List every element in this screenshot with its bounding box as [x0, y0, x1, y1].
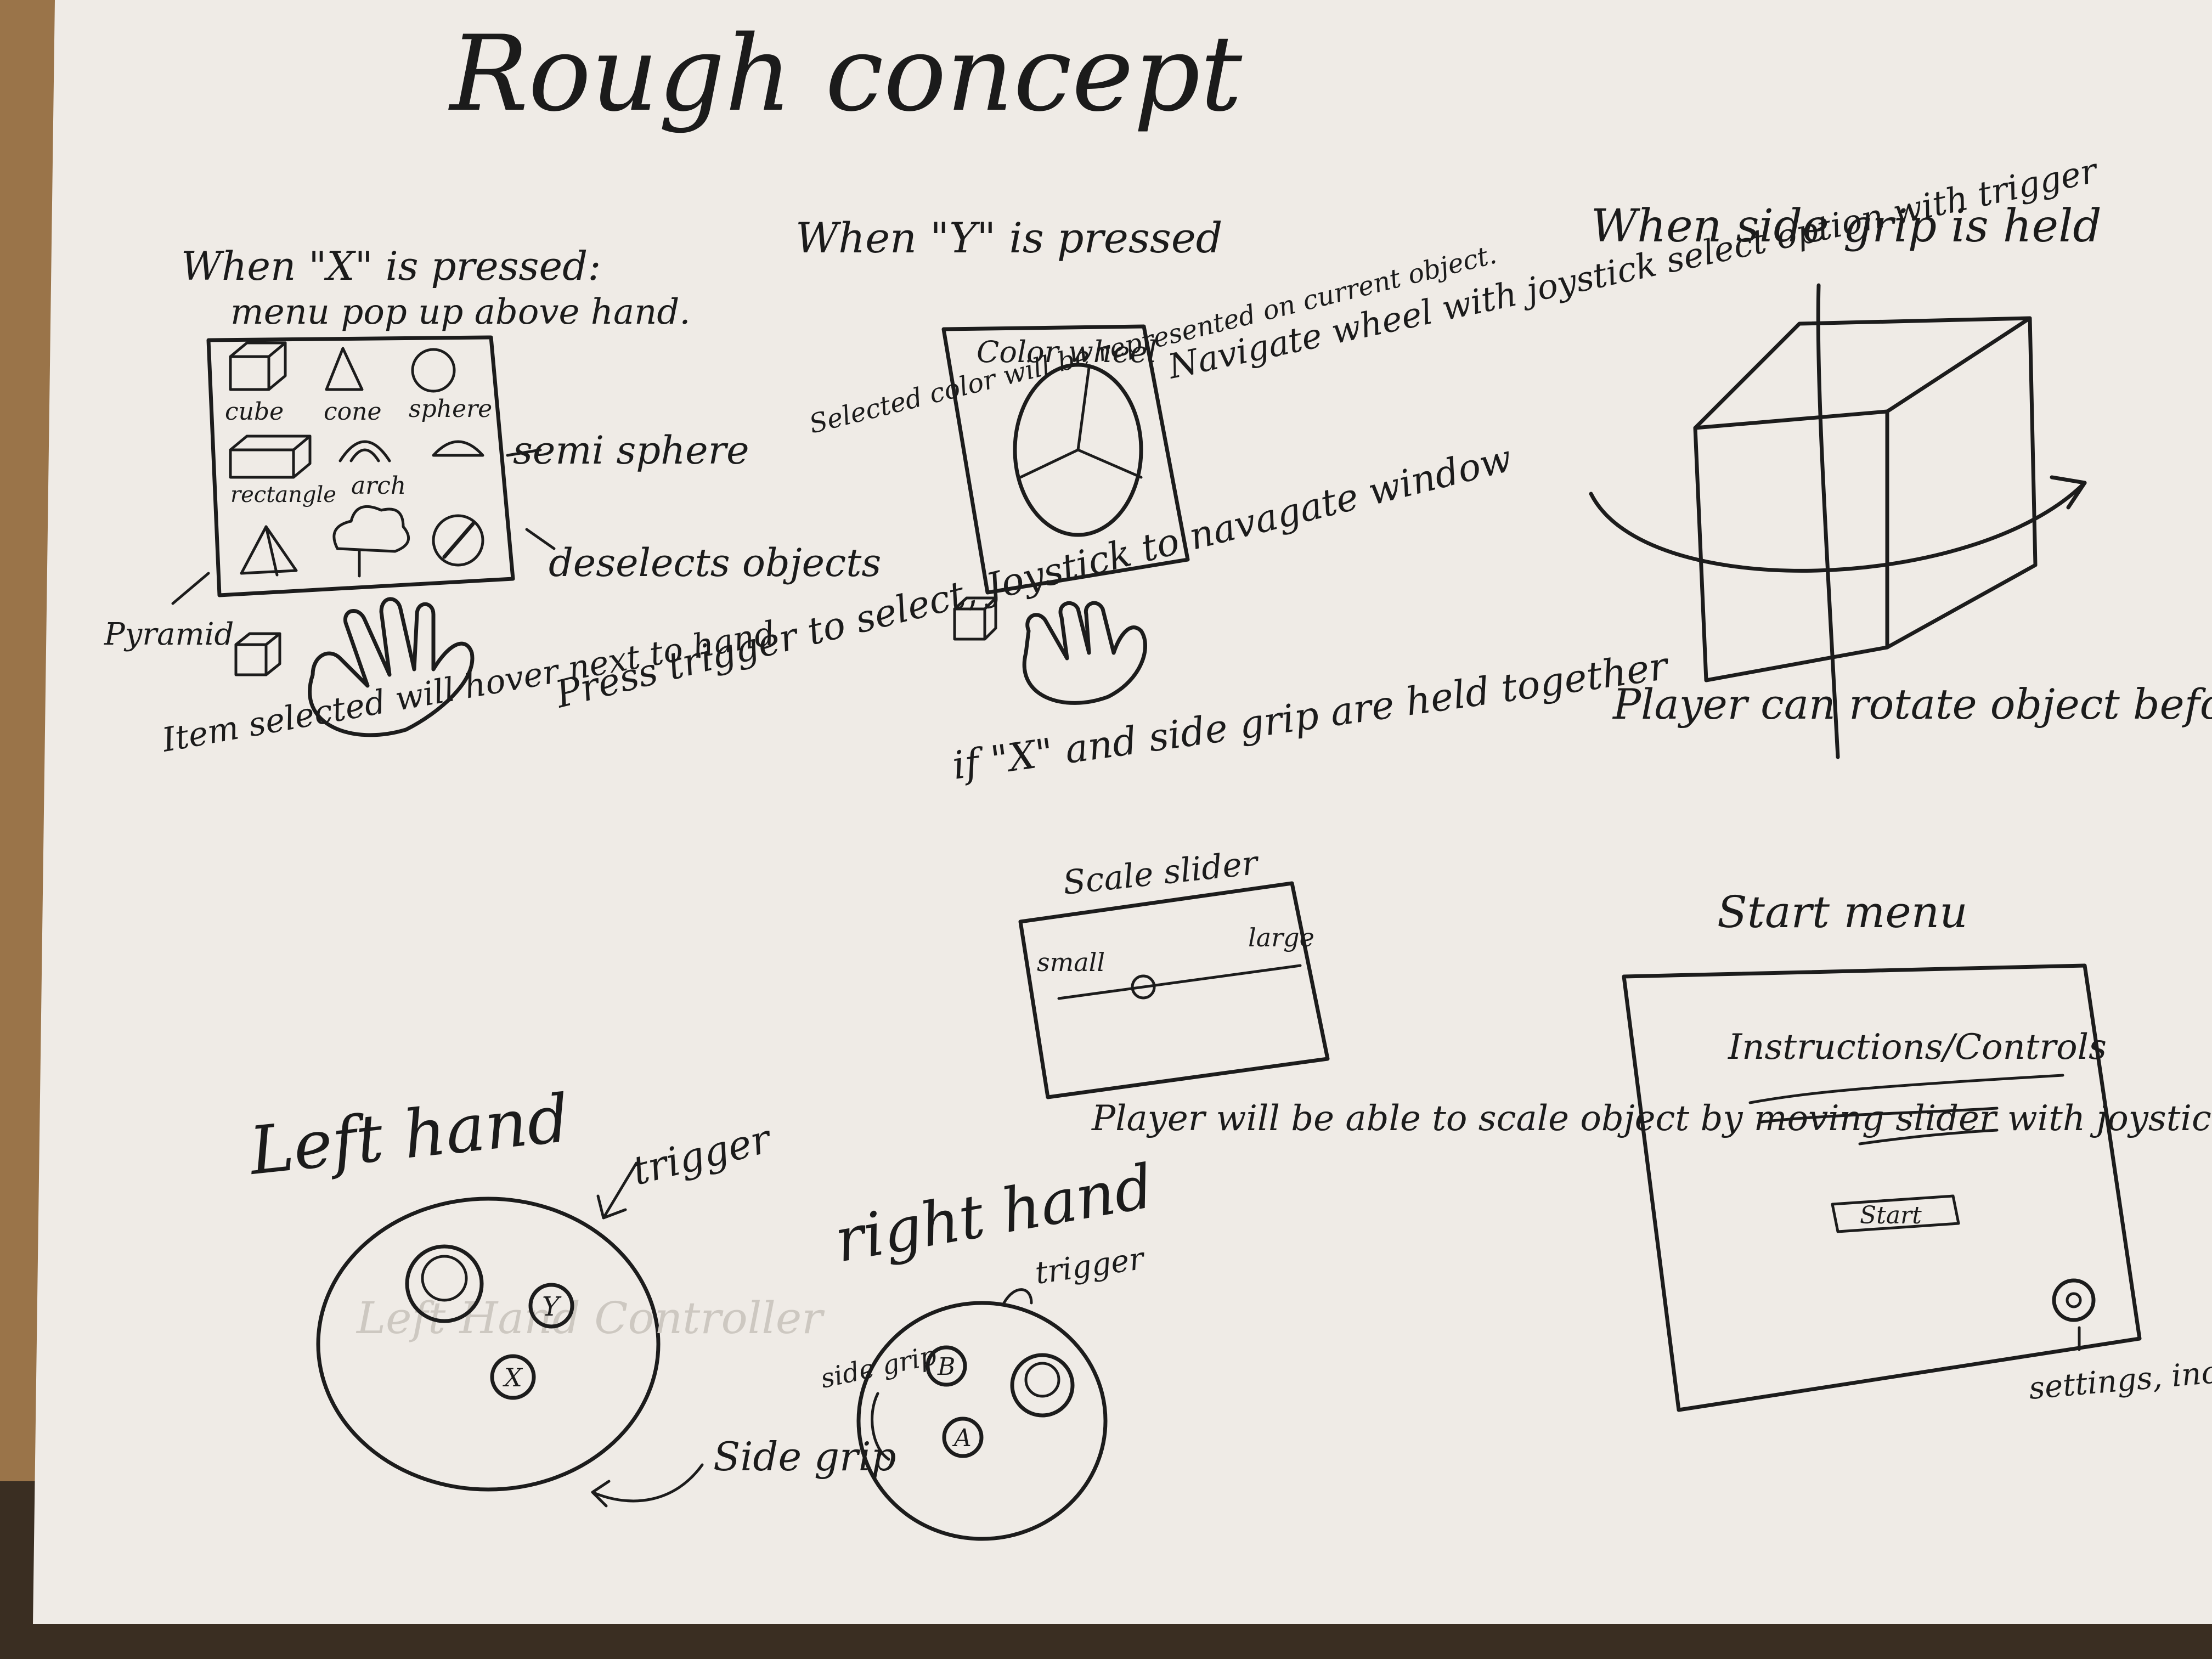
rectangle-icon	[229, 435, 312, 479]
right-trigger-mark	[1002, 1288, 1033, 1305]
color-wheel-title: Color wheel	[977, 335, 1157, 369]
tree-icon	[332, 505, 410, 578]
deselects-note: deselects objects	[549, 540, 881, 585]
cube-icon	[229, 341, 287, 391]
button-x[interactable]: X	[490, 1354, 536, 1400]
scale-slider-panel	[1018, 881, 1330, 1099]
selected-item-cube-icon	[234, 632, 281, 676]
right-controller-body	[856, 1301, 1108, 1541]
gear-icon[interactable]	[2052, 1278, 2096, 1322]
right-hand-icon	[1022, 601, 1147, 705]
object-menu-panel	[206, 335, 515, 597]
scale-max-label: large	[1248, 923, 1314, 952]
start-button-label: Start	[1860, 1201, 1922, 1229]
arch-icon	[338, 440, 391, 462]
color-wheel-icon	[1013, 363, 1143, 537]
svg-text:Y: Y	[542, 1291, 562, 1322]
pyramid-icon	[240, 525, 298, 577]
button-y[interactable]: Y	[528, 1283, 574, 1329]
slider-knob[interactable]	[1131, 974, 1156, 1000]
right-joystick-icon[interactable]	[1010, 1353, 1075, 1418]
scale-min-label: small	[1037, 947, 1105, 977]
menu-item-label: cube	[225, 398, 284, 426]
rotating-cube-icon	[1589, 283, 2087, 759]
svg-text:X: X	[503, 1363, 523, 1392]
paper-sheet	[33, 0, 2212, 1624]
color-wheel-panel	[941, 324, 1190, 595]
menu-item-label: rectangle	[230, 482, 336, 507]
deselect-icon	[432, 514, 484, 567]
instruction-lines	[1748, 1074, 2064, 1146]
start-menu-heading: Start menu	[1717, 887, 1968, 938]
svg-text:A: A	[952, 1424, 972, 1452]
page-title: Rough concept	[448, 13, 1243, 134]
menu-item-label: arch	[351, 472, 406, 500]
start-menu-panel	[1622, 963, 2142, 1412]
svg-text:B: B	[937, 1353, 955, 1381]
start-button[interactable]: Start	[1831, 1194, 1960, 1233]
side-grip-section: When side grip is held Player can rotate…	[1589, 200, 2212, 759]
right-grip-mark	[871, 1392, 890, 1461]
cone-icon	[325, 347, 364, 391]
pyramid-note: Pyramid	[104, 617, 234, 652]
side-grip-heading: When side grip is held	[1591, 200, 2102, 252]
button-a[interactable]: A	[942, 1417, 984, 1458]
sphere-icon	[411, 348, 456, 393]
semi-sphere-note: semi sphere	[513, 428, 749, 473]
semi-sphere-icon	[432, 440, 484, 457]
colored-cube-icon	[953, 596, 997, 641]
left-grip-label: Side grip	[713, 1434, 896, 1480]
rotate-note: Player can rotate object before placing …	[1612, 680, 2212, 729]
button-b[interactable]: B	[926, 1345, 967, 1387]
y-menu-heading: When "Y" is pressed	[795, 213, 1222, 262]
instructions-label: Instructions/Controls	[1728, 1027, 2107, 1068]
left-joystick-icon[interactable]	[405, 1244, 484, 1323]
left-controller-body	[316, 1197, 661, 1492]
x-menu-heading: When "X" is pressed:	[181, 243, 601, 289]
slider-track[interactable]	[1057, 964, 1302, 1000]
menu-item-label: cone	[324, 398, 382, 426]
scale-note: Player will be able to scale object by m…	[1091, 1098, 2212, 1139]
hand-icon	[308, 597, 475, 737]
x-menu-subheading: menu pop up above hand.	[230, 292, 691, 332]
menu-item-label: sphere	[409, 395, 492, 423]
